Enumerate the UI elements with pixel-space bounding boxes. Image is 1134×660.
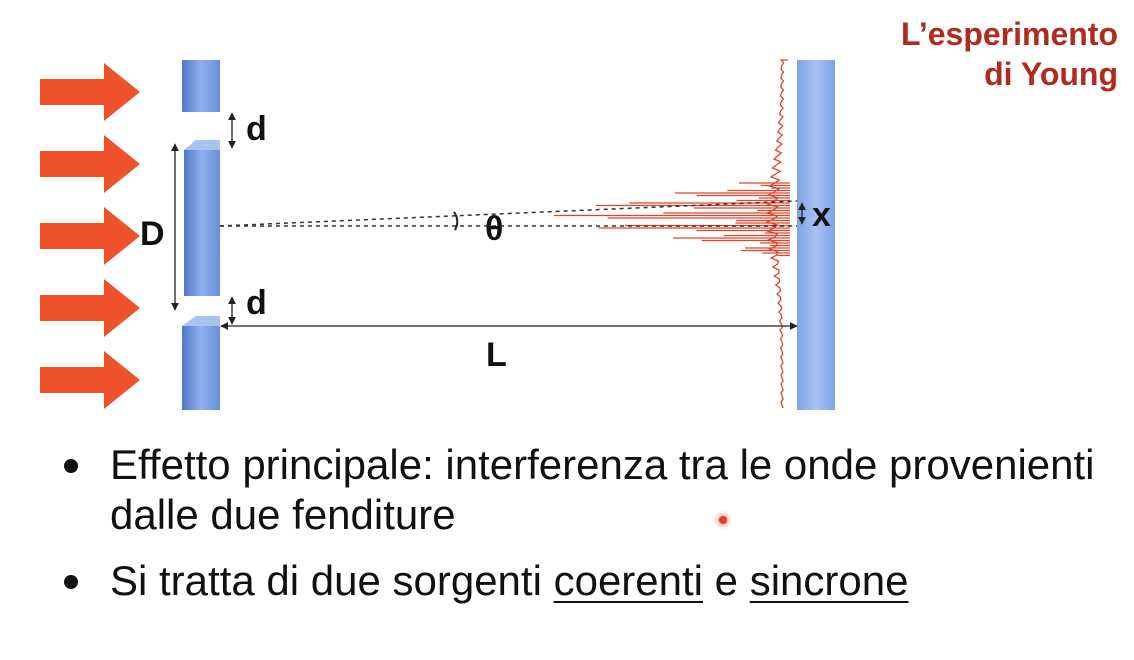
theta-angle-arc: [453, 211, 459, 231]
slit-wall-bottom-top-face: [182, 316, 220, 326]
incident-arrow: [40, 351, 140, 409]
slit-wall: [182, 60, 220, 410]
angle-ray-line: [219, 200, 798, 227]
incident-wave-arrows: [40, 63, 140, 409]
slide-title: L’esperimento di Young: [901, 14, 1118, 94]
bullet-item-1: Effetto principale: interferenza tra le …: [58, 440, 1128, 540]
bullet-dot: [64, 575, 78, 589]
incident-arrow: [40, 207, 140, 265]
slit-wall-middle-top-face: [184, 140, 220, 150]
term-sincrone: sincrone: [749, 557, 909, 604]
slit-wall-top: [182, 60, 220, 112]
bullet-dot: [64, 459, 78, 473]
incident-arrow: [40, 279, 140, 337]
title-line-2: di Young: [984, 56, 1118, 92]
bullet-text-2-mid: e: [703, 557, 750, 604]
young-experiment-diagram: d D θ d L x: [40, 59, 835, 410]
interference-fringes: [553, 182, 790, 257]
detection-screen: [797, 60, 835, 410]
slit-wall-bottom: [182, 326, 220, 410]
label-theta: θ: [485, 210, 503, 248]
bullet-text-2-prefix: Si tratta di due sorgenti: [110, 557, 554, 604]
title-line-1: L’esperimento: [901, 16, 1118, 52]
incident-arrow: [40, 63, 140, 121]
bullet-item-2: Si tratta di due sorgenti coerenti e sin…: [58, 556, 1128, 606]
slit-wall-middle: [184, 150, 220, 296]
label-D: D: [140, 215, 165, 253]
incident-arrow: [40, 135, 140, 193]
bullet-list: Effetto principale: interferenza tra le …: [58, 440, 1128, 622]
label-d-bottom: d: [246, 284, 267, 322]
pointer-dot: [719, 516, 727, 524]
label-x: x: [812, 196, 831, 234]
label-d-top: d: [246, 110, 267, 148]
bullet-text-1: Effetto principale: interferenza tra le …: [110, 441, 1095, 538]
label-L: L: [486, 336, 507, 374]
screen-intensity-trace: [765, 59, 788, 409]
term-coerenti: coerenti: [553, 557, 704, 604]
